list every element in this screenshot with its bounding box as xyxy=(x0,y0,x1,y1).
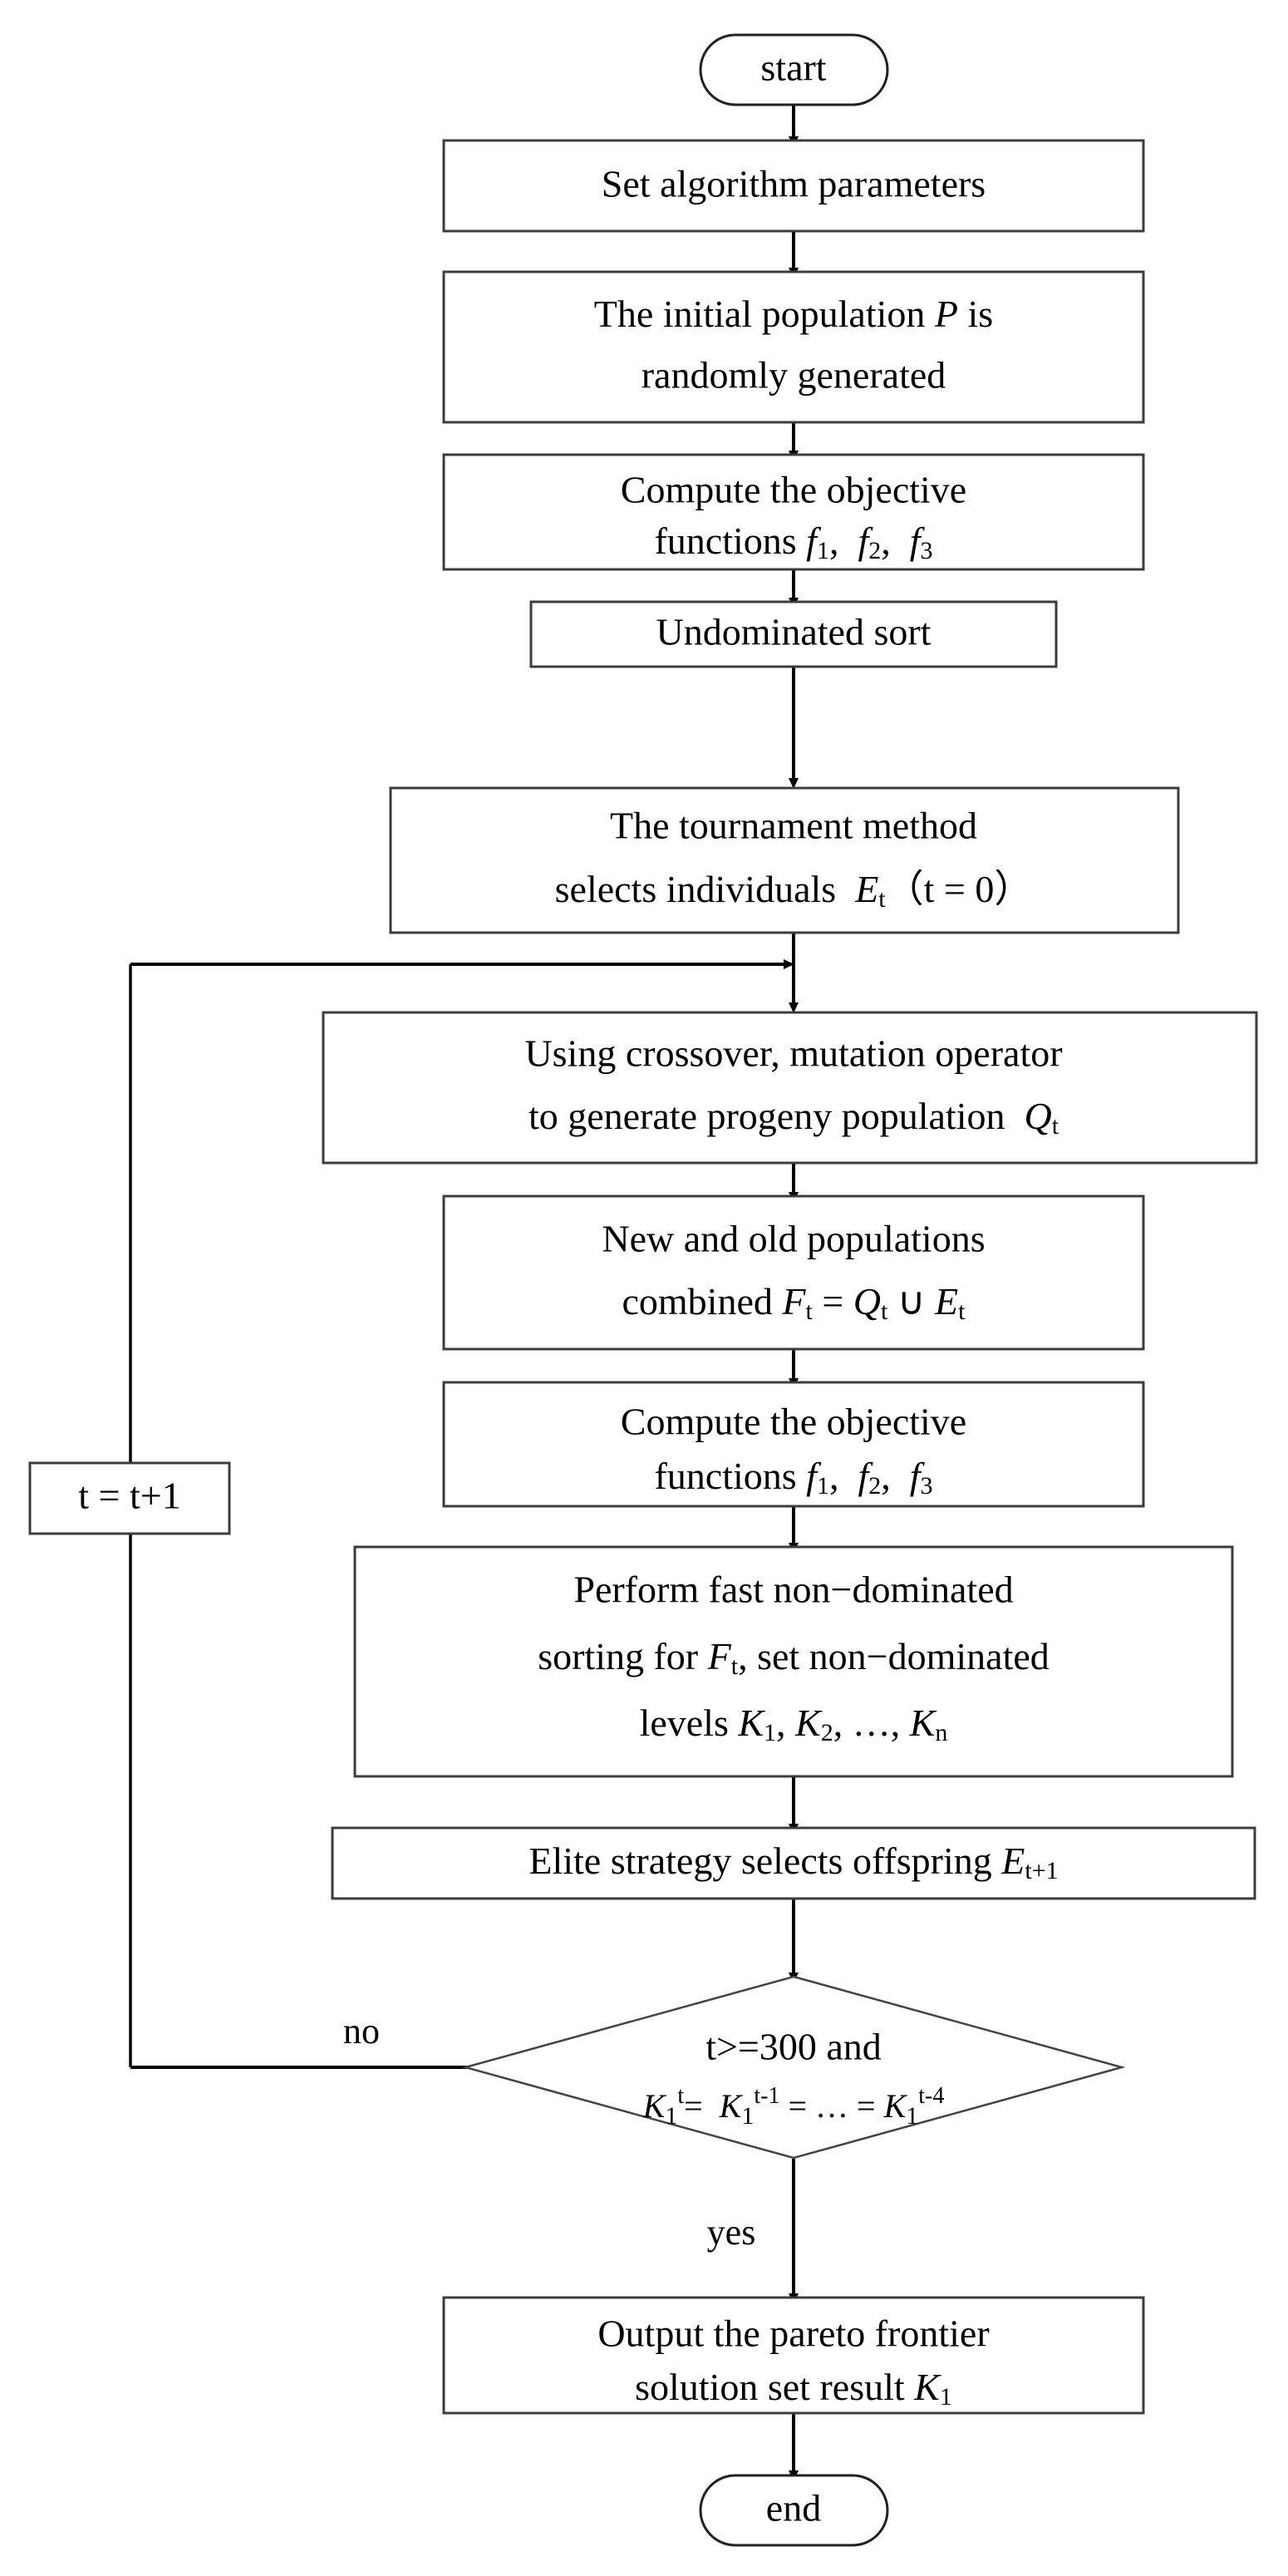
fast-nd-sort-line1: Perform fast non−dominated xyxy=(573,1569,1013,1611)
fast-nd-sort-box-shape xyxy=(353,1545,1234,1778)
init-pop-line2: randomly generated xyxy=(642,354,946,396)
node-start[interactable]: start xyxy=(699,33,889,106)
increment-box-shape xyxy=(28,1461,231,1535)
decision-line2: K1t= K1t-1 = … = K1t-4 xyxy=(642,2083,945,2129)
crossover-box-shape xyxy=(322,1011,1258,1165)
node-tournament-method[interactable]: The tournament method selects individual… xyxy=(389,786,1180,934)
compute-obj-2-line2: functions f1, f2, f3 xyxy=(654,1455,932,1500)
node-compute-objective-functions-1[interactable]: Compute the objective functions f1, f2, … xyxy=(442,453,1145,571)
increment-label: t = t+1 xyxy=(78,1475,180,1517)
output-line2: solution set result K1 xyxy=(635,2366,952,2411)
node-crossover-mutation[interactable]: Using crossover, mutation operator to ge… xyxy=(322,1011,1258,1165)
node-set-algorithm-parameters[interactable]: Set algorithm parameters xyxy=(442,139,1145,233)
fast-nd-sort-line3: levels K1, K2, …, Kn xyxy=(640,1702,948,1746)
node-output-pareto-frontier[interactable]: Output the pareto frontier solution set … xyxy=(442,2296,1145,2415)
node-end[interactable]: end xyxy=(699,2474,889,2547)
node-initial-population[interactable]: The initial population P is randomly gen… xyxy=(442,270,1145,424)
combine-line2: combined Ft = Qt ∪ Et xyxy=(622,1280,966,1325)
compute-obj-2-box-shape xyxy=(442,1381,1145,1508)
start-label: start xyxy=(760,47,826,89)
set-params-box-shape xyxy=(442,139,1145,233)
node-undominated-sort[interactable]: Undominated sort xyxy=(529,600,1058,668)
decision-diamond-shape xyxy=(461,1975,1126,2160)
node-elite-strategy[interactable]: Elite strategy selects offspring Et+1 xyxy=(331,1826,1256,1900)
end-label: end xyxy=(766,2487,821,2529)
decision-line1: t>=300 and xyxy=(705,2026,882,2068)
edge-label-no: no xyxy=(343,2011,380,2051)
crossover-line2: to generate progeny population Qt xyxy=(528,1095,1059,1140)
compute-obj-1-box-shape xyxy=(442,453,1145,571)
undominated-sort-label: Undominated sort xyxy=(656,611,932,653)
start-terminator-shape xyxy=(699,33,889,106)
output-line1: Output the pareto frontier xyxy=(597,2312,989,2355)
node-compute-objective-functions-2[interactable]: Compute the objective functions f1, f2, … xyxy=(442,1381,1145,1508)
connectors xyxy=(129,105,799,2481)
compute-obj-1-line2: functions f1, f2, f3 xyxy=(654,520,932,564)
undominated-sort-box-shape xyxy=(529,600,1058,668)
init-pop-box-shape xyxy=(442,270,1145,424)
tournament-box-shape xyxy=(389,786,1180,934)
node-decision-termination[interactable]: t>=300 and K1t= K1t-1 = … = K1t-4 xyxy=(461,1975,1126,2160)
fast-nd-sort-line2: sorting for Ft, set non−dominated xyxy=(538,1635,1050,1680)
node-combine-populations[interactable]: New and old populations combined Ft = Qt… xyxy=(442,1194,1145,1351)
compute-obj-2-line1: Compute the objective xyxy=(621,1401,966,1443)
output-box-shape xyxy=(442,2296,1145,2415)
compute-obj-1-line1: Compute the objective xyxy=(621,469,966,511)
set-params-label: Set algorithm parameters xyxy=(602,163,986,205)
combine-box-shape xyxy=(442,1194,1145,1351)
elite-label: Elite strategy selects offspring Et+1 xyxy=(528,1840,1058,1884)
crossover-line1: Using crossover, mutation operator xyxy=(524,1032,1062,1075)
combine-line1: New and old populations xyxy=(602,1218,985,1260)
edge-label-yes: yes xyxy=(707,2212,756,2253)
tournament-line2: selects individuals Et（t = 0） xyxy=(555,868,1033,913)
init-pop-line1: The initial population P is xyxy=(594,293,993,335)
elite-box-shape xyxy=(331,1826,1256,1900)
node-increment-counter[interactable]: t = t+1 xyxy=(28,1461,231,1535)
node-fast-nondominated-sorting[interactable]: Perform fast non−dominated sorting for F… xyxy=(353,1545,1234,1778)
end-terminator-shape xyxy=(699,2474,889,2547)
tournament-line1: The tournament method xyxy=(610,805,977,847)
